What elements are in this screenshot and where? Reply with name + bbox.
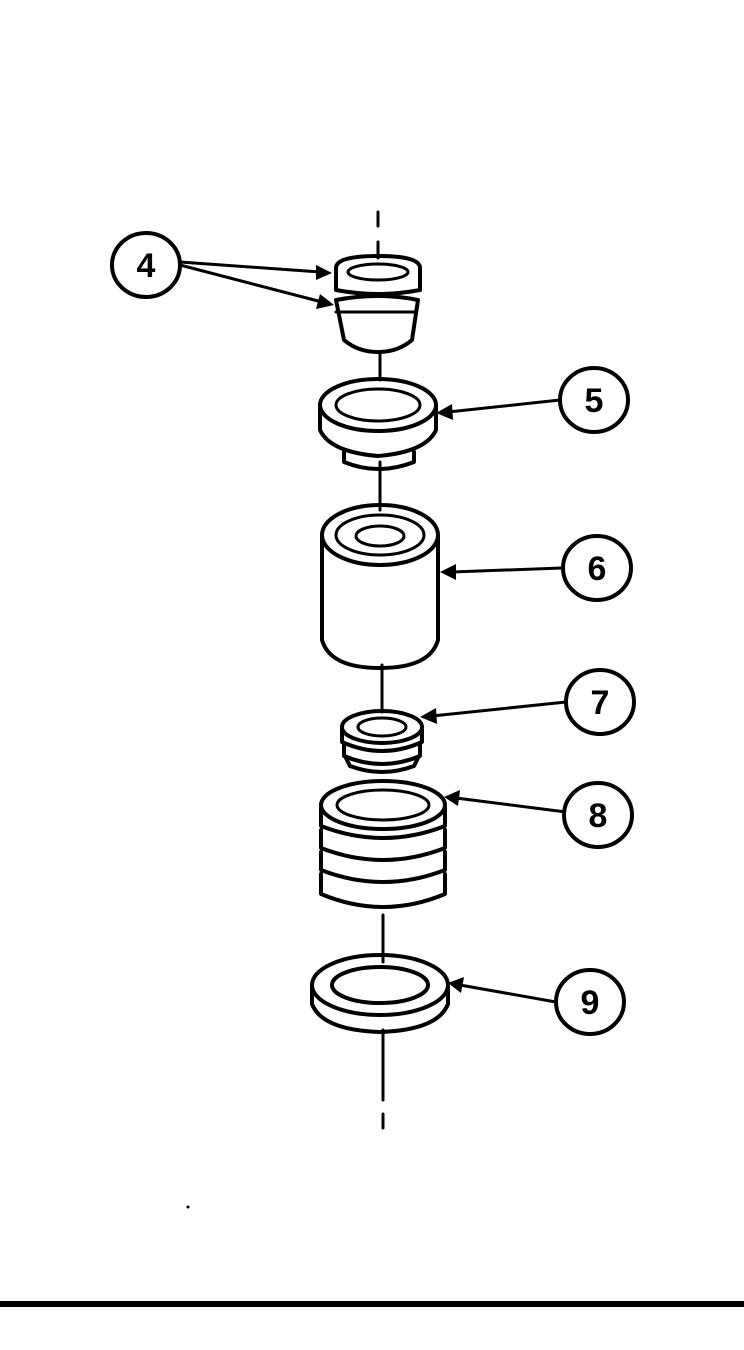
callout-9: 9 [554, 968, 626, 1036]
callout-9-label: 9 [581, 984, 600, 1022]
centerline [376, 210, 385, 1130]
bottom-rule [0, 1301, 744, 1307]
part-8-large-spring [319, 779, 447, 909]
callout-5: 5 [558, 366, 630, 434]
callout-7: 7 [564, 668, 636, 736]
part-4-nut [334, 254, 422, 354]
callout-5-label: 5 [585, 382, 604, 420]
callout-8: 8 [562, 781, 634, 849]
part-5-bushing [318, 377, 438, 471]
callout-6-label: 6 [588, 550, 607, 588]
stray-dot [186, 1205, 190, 1209]
callout-4: 4 [110, 231, 182, 299]
leader-lines [178, 260, 568, 1004]
part-9-washer [310, 953, 450, 1034]
callout-4-label: 4 [137, 247, 156, 285]
callout-7-label: 7 [591, 684, 610, 722]
part-6-sleeve [320, 503, 440, 670]
part-7-small-spring [340, 709, 424, 774]
callout-6: 6 [561, 534, 633, 602]
callout-8-label: 8 [589, 797, 608, 835]
